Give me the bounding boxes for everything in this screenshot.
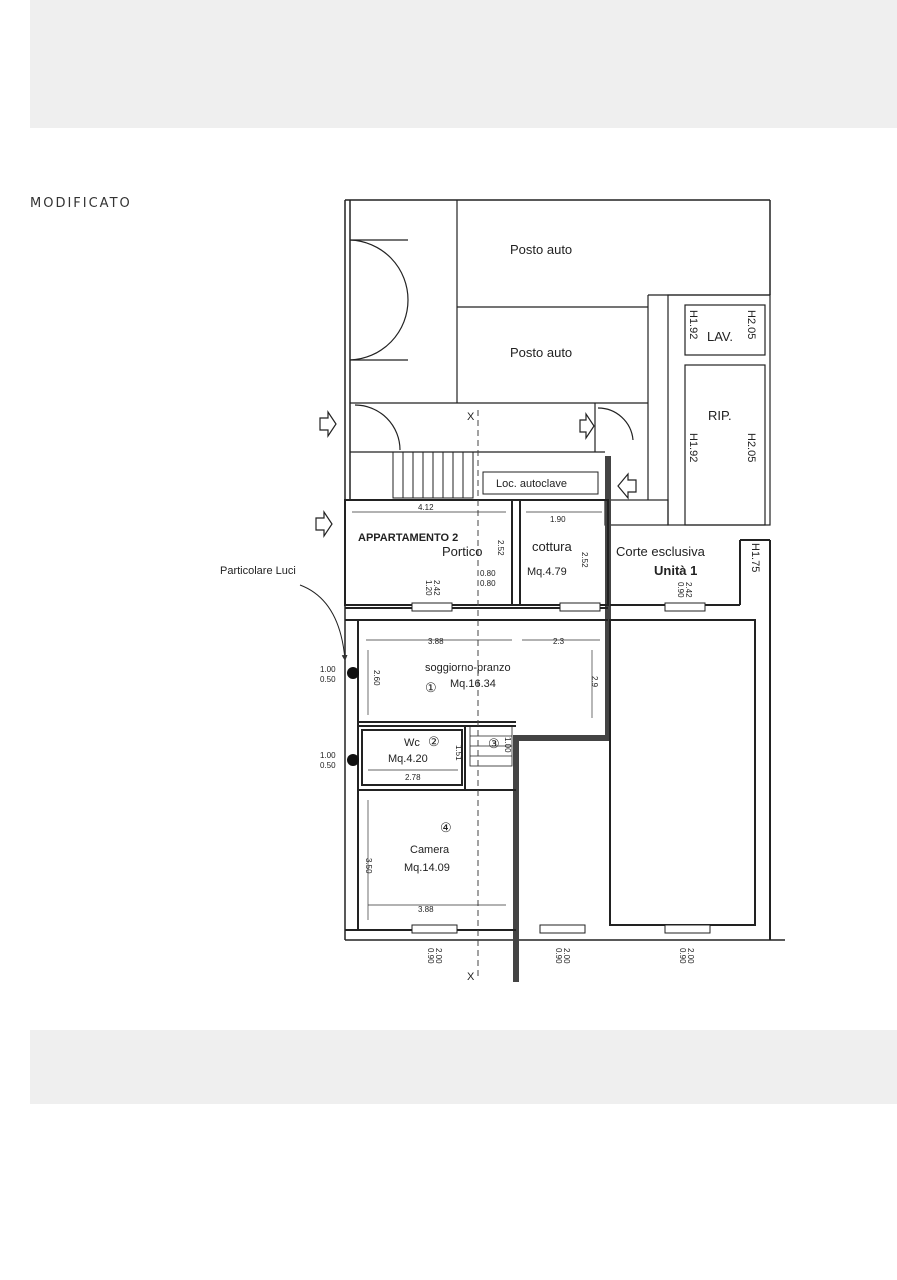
rip-height-right: H2.05 (745, 433, 757, 462)
rip-label: RIP. (708, 408, 732, 423)
dim-camera-width: 3.88 (418, 905, 434, 914)
dim-cottura-depth: 2.52 (580, 552, 589, 568)
dim-luci1-b: 0.50 (320, 675, 336, 684)
dim-win-bottom1-b: 2.00 (434, 948, 443, 964)
room-number-1: ① (425, 680, 437, 695)
dim-wc-width: 2.78 (405, 773, 421, 782)
dim-soggiorno-width2: 2.3 (553, 637, 565, 646)
annotations: Particolare Luci X X ① ② ③ ④ (220, 411, 500, 983)
appartamento-label: APPARTAMENTO 2 (358, 532, 458, 544)
cottura-area-label: Mq.4.79 (527, 566, 567, 578)
dim-win-bottom2-a: 0.90 (554, 948, 563, 964)
wc-area-label: Mq.4.20 (388, 753, 428, 765)
dim-rip3-depth: 1.00 (503, 737, 512, 753)
wc-label: Wc (404, 737, 420, 749)
dimension-lines (352, 511, 602, 920)
dim-corte-win-a: 0.90 (676, 582, 685, 598)
dim-luci2-b: 0.50 (320, 761, 336, 770)
soggiorno-label: soggiorno-pranzo (425, 662, 511, 674)
dim-soggiorno-depth: 2.60 (372, 670, 381, 686)
dim-portico-win-b: 2.42 (432, 580, 441, 596)
dim-portico-door-w: 0.80 (480, 569, 496, 578)
room-heights: H1.92 H2.05 H1.92 H2.05 H1.75 (687, 310, 761, 572)
lav-height-right: H2.05 (745, 310, 757, 339)
corte-label: Corte esclusiva (616, 544, 706, 559)
loc-autoclave-label: Loc. autoclave (496, 478, 567, 490)
posto-auto-2-label: Posto auto (510, 345, 572, 360)
dim-cottura-width: 1.90 (550, 515, 566, 524)
dim-win-bottom1-a: 0.90 (426, 948, 435, 964)
lav-label: LAV. (707, 329, 733, 344)
lav-height-left: H1.92 (687, 310, 699, 339)
dim-portico-win-a: 1.20 (424, 580, 433, 596)
cottura-label: cottura (532, 539, 573, 554)
dim-portico-width: 4.12 (418, 503, 434, 512)
room-number-3: ③ (488, 736, 500, 751)
dim-luci2-a: 1.00 (320, 751, 336, 760)
dim-win-bottom3-b: 2.00 (686, 948, 695, 964)
room-labels: Posto auto Posto auto LAV. RIP. Loc. aut… (358, 242, 733, 874)
dim-luci1-a: 1.00 (320, 665, 336, 674)
room-number-2: ② (428, 734, 440, 749)
dim-win-bottom2-b: 2.00 (562, 948, 571, 964)
windows (411, 602, 711, 934)
room-number-4: ④ (440, 820, 452, 835)
boundary-wall-thick (513, 456, 611, 982)
modified-stamp: MODIFICATO (30, 196, 132, 211)
dimension-labels: 4.12 1.90 2.52 2.52 0.80 0.80 1.20 2.42 … (320, 503, 695, 964)
posto-auto-1-label: Posto auto (510, 242, 572, 257)
camera-label: Camera (410, 844, 450, 856)
dim-soggiorno-width: 3.88 (428, 637, 444, 646)
dim-corte-win-b: 2.42 (684, 582, 693, 598)
small-closet (469, 725, 513, 767)
light-fixtures (299, 584, 359, 766)
loc-autoclave-box (482, 471, 599, 495)
unita-label: Unità 1 (654, 563, 697, 578)
corte-height-right: H1.75 (749, 543, 761, 572)
section-mark-top: X (467, 411, 475, 423)
dim-portico-door-h: 0.80 (480, 579, 496, 588)
section-mark-bottom: X (467, 971, 475, 983)
parking-area (349, 200, 770, 500)
scan-band-top (30, 0, 897, 128)
dim-portico-depth: 2.52 (496, 540, 505, 556)
staircase (392, 451, 474, 499)
rip-height-left: H1.92 (687, 433, 699, 462)
dim-camera-depth: 3.50 (364, 858, 373, 874)
portico-label: Portico (442, 544, 482, 559)
particolare-luci-label: Particolare Luci (220, 565, 296, 577)
camera-area-label: Mq.14.09 (404, 862, 450, 874)
soggiorno-area-label: Mq.16.34 (450, 678, 496, 690)
site-boundary (344, 199, 785, 941)
scan-band-bottom (30, 1030, 897, 1104)
dim-soggiorno-depth2: 2.9 (590, 676, 599, 688)
dim-win-bottom3-a: 0.90 (678, 948, 687, 964)
entry-arrows (315, 410, 637, 538)
dim-wc-depth: 1.51 (454, 745, 463, 761)
